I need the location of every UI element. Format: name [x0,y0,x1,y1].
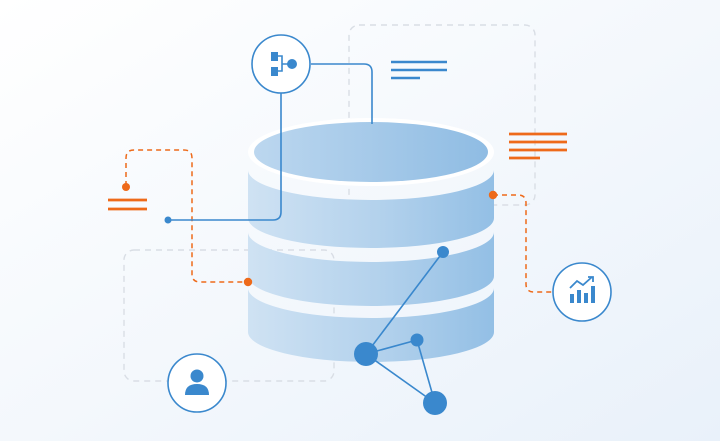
text-lines-icon-orange-right [509,132,567,160]
blue-connector-endpoint [164,216,172,224]
network-graph-icon [354,246,449,415]
orange-dot-left-top [122,183,130,191]
orange-dot-db-left [243,277,253,287]
hierarchy-icon [251,34,311,94]
blue-connector-hierarchy-db [311,63,373,124]
text-lines-icon-blue [391,60,447,80]
user-icon [167,353,227,413]
orange-connector-left [125,149,248,283]
blue-connector-hierarchy-left [168,90,282,221]
bar-chart-trend-icon [552,262,612,322]
orange-connector-right [493,194,553,293]
database-icon [248,118,494,362]
text-lines-icon-orange-left [108,198,147,211]
orange-dot-db-right [488,190,498,200]
